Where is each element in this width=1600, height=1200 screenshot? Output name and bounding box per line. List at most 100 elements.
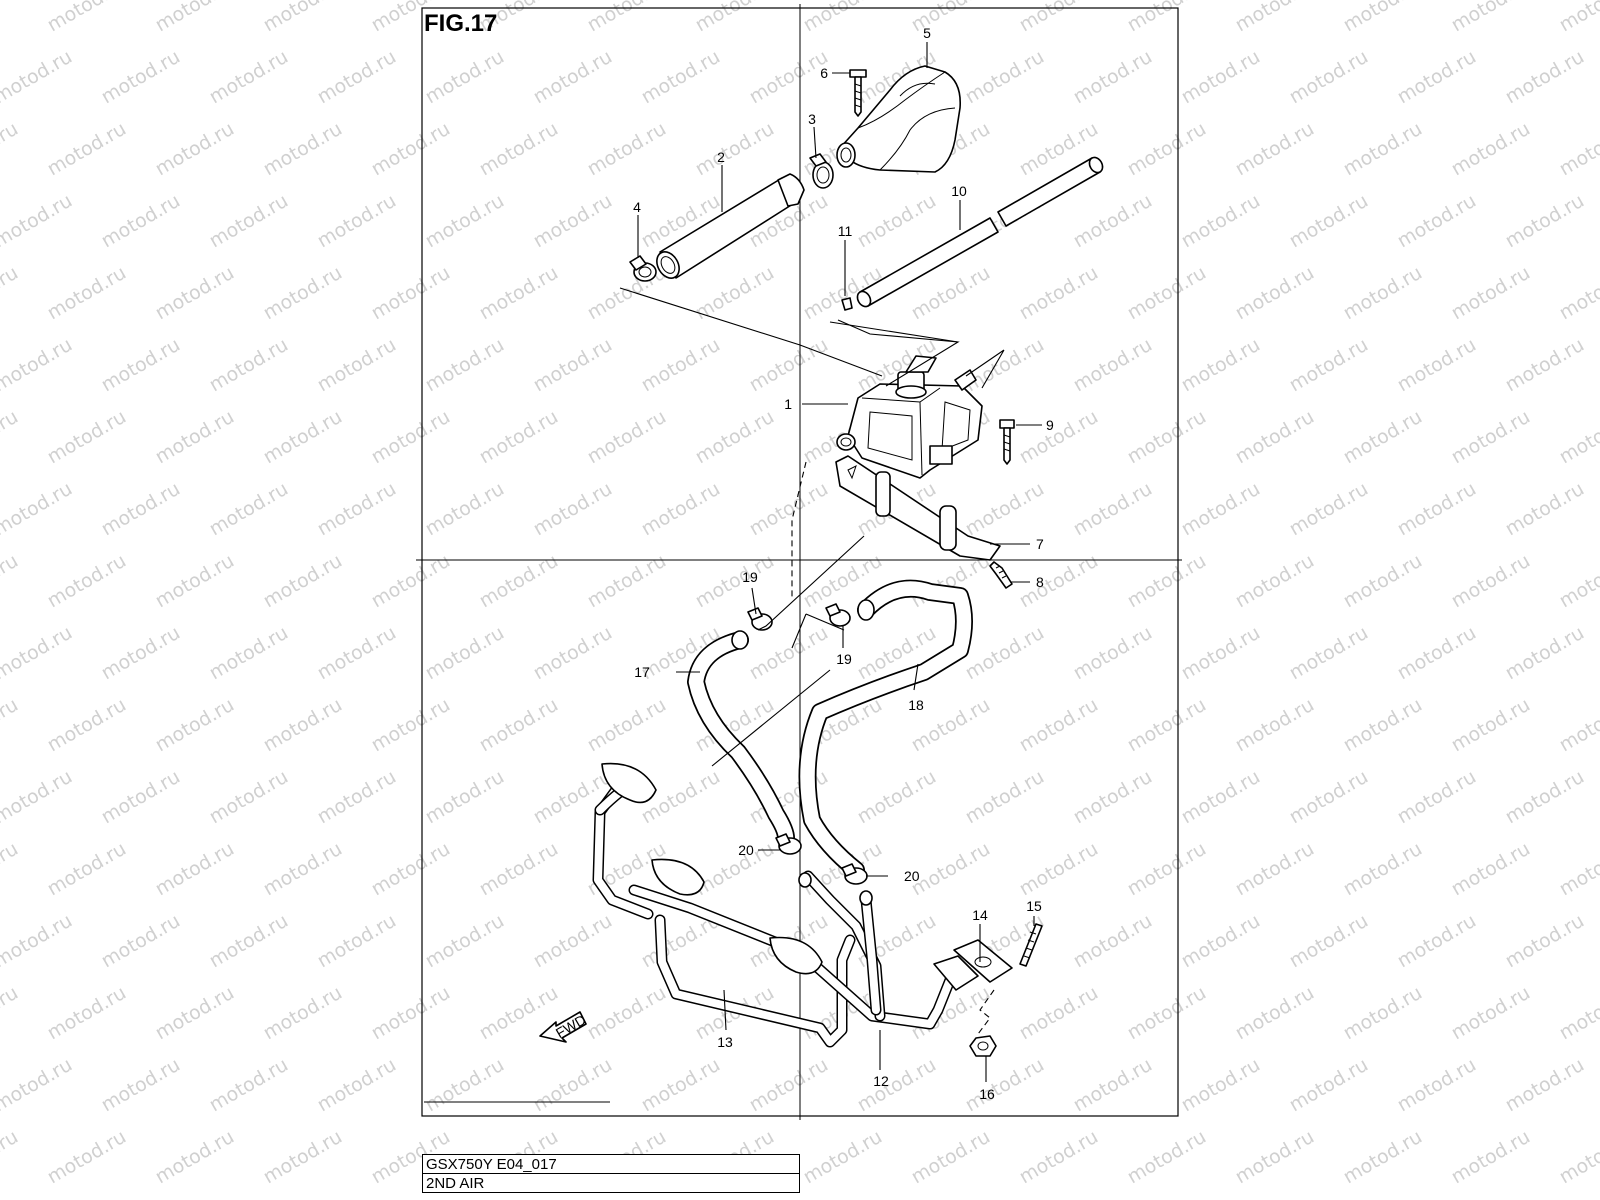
watermark-text: motod.ru [692,550,778,613]
watermark-text: motod.ru [1556,982,1600,1045]
watermark-text: motod.ru [530,334,616,397]
callout-15: 15 [1026,898,1042,914]
watermark-text: motod.ru [692,118,778,181]
callout-8: 8 [1036,574,1044,590]
watermark-text: motod.ru [0,1126,22,1189]
watermark-text: motod.ru [1070,334,1156,397]
watermark-text: motod.ru [206,622,292,685]
watermark-text: motod.ru [854,1054,940,1117]
watermark-text: motod.ru [98,1054,184,1117]
watermark-text: motod.ru [962,46,1048,109]
watermark-text: motod.ru [1232,118,1318,181]
watermark-text: motod.ru [962,478,1048,541]
watermark-text: motod.ru [908,1126,994,1189]
watermark-text: motod.ru [1394,190,1480,253]
watermark-text: motod.ru [1340,694,1426,757]
watermark-text: motod.ru [44,694,130,757]
watermark-text: motod.ru [44,406,130,469]
watermark-text: motod.ru [1016,982,1102,1045]
reference-lines-middle [711,535,865,767]
watermark-text: motod.ru [638,334,724,397]
watermark-text: motod.ru [1502,1054,1588,1117]
callout-7: 7 [1036,536,1044,552]
part-12-pipe [594,784,956,1030]
watermark-text: motod.ru [476,118,562,181]
watermark-text: motod.ru [530,622,616,685]
watermark-text: motod.ru [1178,46,1264,109]
part-5-air-box [836,65,962,173]
watermark-text: motod.ru [1016,1126,1102,1189]
watermark-text: motod.ru [584,550,670,613]
watermark-text: motod.ru [0,766,76,829]
part-20-clamp-left [775,833,802,855]
watermark-text: motod.ru [1232,262,1318,325]
part-8-bolt [989,561,1013,589]
watermark-text: motod.ru [638,46,724,109]
watermark-text: motod.ru [44,982,130,1045]
watermark-text: motod.ru [1394,46,1480,109]
watermark-text: motod.ru [1448,694,1534,757]
watermark-text: motod.ru [746,478,832,541]
watermark-text: motod.ru [1556,1126,1600,1189]
part-15-stud [1019,923,1043,967]
watermark-text: motod.ru [1394,478,1480,541]
watermark-text: motod.ru [1502,334,1588,397]
watermark-text: motod.ru [206,190,292,253]
fwd-label: FWD [553,1011,589,1041]
watermark-text: motod.ru [1124,262,1210,325]
watermark-text: motod.ru [206,334,292,397]
watermark-text: motod.ru [1502,478,1588,541]
callout-19-right: 19 [836,651,852,667]
callout-numbers: 1 2 3 4 5 6 7 8 9 10 11 12 13 14 15 16 1… [633,25,1054,1102]
watermark-text: motod.ru [368,838,454,901]
watermark-text: motod.ru [1232,0,1318,36]
callout-6: 6 [820,65,828,81]
watermark-text: motod.ru [908,0,994,36]
watermark-text: motod.ru [314,334,400,397]
watermark-text: motod.ru [98,766,184,829]
part-10-hose [856,156,1104,308]
watermark-text: motod.ru [1178,622,1264,685]
watermark-text: motod.ru [206,766,292,829]
watermark-text: motod.ru [314,190,400,253]
callout-10: 10 [951,183,967,199]
watermark-text: motod.ru [1340,0,1426,36]
watermark-text: motod.ru [1448,982,1534,1045]
watermark-text: motod.ru [206,478,292,541]
watermark-text: motod.ru [0,550,22,613]
figure-label: FIG.17 [424,10,497,37]
callout-20-right: 20 [904,868,920,884]
watermark-text: motod.ru [260,406,346,469]
watermark-text: motod.ru [1394,1054,1480,1117]
watermark-text: motod.ru [1394,910,1480,973]
watermark-text: motod.ru [1394,766,1480,829]
watermark-text: motod.ru [1448,0,1534,36]
watermark-text: motod.ru [0,694,22,757]
part-18-hose [798,579,973,879]
watermark-text: motod.ru [422,766,508,829]
watermark-text: motod.ru [0,0,22,36]
callout-4: 4 [633,199,641,215]
watermark-text: motod.ru [1016,0,1102,36]
callout-18: 18 [908,697,924,713]
model-code-box: GSX750Y E04_017 [422,1154,800,1174]
watermark-text: motod.ru [368,262,454,325]
watermark-text: motod.ru [152,838,238,901]
watermark-text: motod.ru [1124,1126,1210,1189]
watermark-text: motod.ru [530,910,616,973]
watermark-text: motod.ru [260,262,346,325]
watermark-text: motod.ru [1178,910,1264,973]
watermark-text: motod.ru [854,190,940,253]
watermark-text: motod.ru [1340,982,1426,1045]
watermark-text: motod.ru [98,334,184,397]
watermark-text: motod.ru [368,550,454,613]
part-7-bracket [835,455,1001,561]
watermark-text: motod.ru [1232,406,1318,469]
watermark-text: motod.ru [260,1126,346,1189]
watermark-text: motod.ru [44,838,130,901]
callout-3: 3 [808,111,816,127]
watermark-text: motod.ru [1286,190,1372,253]
watermark-text: motod.ru [1502,46,1588,109]
part-20-clamp-right [841,863,868,885]
watermark-text: motod.ru [1016,550,1102,613]
